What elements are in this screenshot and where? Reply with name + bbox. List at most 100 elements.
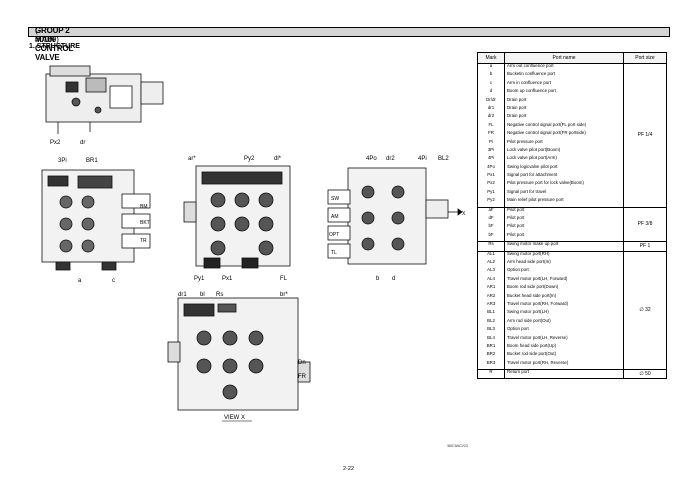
port-mark: AL1 — [487, 250, 495, 256]
valve-figure: Px2 dr 3Pi BR1 BM BKT TR a c ar* Py2 dl*… — [28, 52, 468, 432]
port-name: Lock valve pilot port(Boom) — [507, 146, 561, 152]
label-4po: 4Po — [366, 156, 377, 162]
port-mark: Px2 — [487, 180, 495, 186]
port-name: Travel motor port(LH, Reverse) — [507, 334, 568, 340]
label-sw: SW — [331, 196, 339, 202]
port-mark: d — [489, 88, 493, 94]
view-x-drawing — [167, 297, 311, 411]
label-fr: FR — [298, 374, 307, 380]
port-size-cell: PF 1 — [623, 241, 667, 252]
label-px2: Px2 — [50, 140, 61, 146]
port-mark: R — [489, 369, 493, 375]
port-mark: BL3 — [487, 326, 495, 332]
port-name: Lock valve pilot port(Arm) — [507, 155, 557, 161]
front-view-left-drawing — [41, 169, 151, 271]
port-name-cell: Swing motor make up port — [504, 241, 624, 252]
port-mark: bF — [488, 231, 494, 237]
port-name: Pilot pressure port for lock valve(Boom) — [507, 180, 584, 186]
port-name: Drain port — [507, 104, 527, 110]
port-name: Boom up confluence port — [507, 88, 556, 94]
group-title: GROUP 2 MAIN CONTROL VALVE — [35, 26, 74, 62]
drawing-id: 3607A6CV23 — [447, 444, 468, 448]
port-name: Swing logicvalve pilot port — [507, 163, 558, 169]
label-dr2: dr2 — [386, 156, 395, 162]
side-view-right-drawing — [327, 167, 463, 265]
port-name: Signal port for attachment — [507, 172, 558, 178]
port-mark: Pi — [489, 138, 493, 144]
port-name: Arm out confluence port — [507, 63, 554, 68]
label-tr: TR — [140, 238, 147, 244]
port-name-cell: Return port — [504, 369, 624, 380]
label-py1: Py1 — [194, 276, 205, 282]
mark-cell: R — [477, 369, 505, 380]
port-name-cell: Swing motor port(RH) Arm head side port(I… — [504, 250, 624, 371]
port-mark: Py2 — [487, 197, 495, 203]
view-x-caption: VIEW X — [224, 415, 245, 421]
port-mark: bF — [488, 223, 494, 229]
label-rs: Rs — [216, 292, 223, 298]
label-dr: dr — [80, 140, 85, 146]
port-mark: Px1 — [487, 172, 495, 178]
port-mark: dr2 — [487, 113, 495, 119]
port-mark: AR2 — [486, 292, 496, 298]
label-bkt: BKT — [140, 220, 150, 226]
page-number: 2-22 — [343, 466, 355, 472]
label-py2: Py2 — [244, 156, 255, 162]
port-mark: b — [489, 71, 493, 77]
port-mark: Rs — [488, 241, 494, 247]
top-view-drawing — [45, 65, 164, 134]
port-name: Pilot port — [507, 223, 525, 229]
port-name: Drain port — [507, 96, 527, 102]
port-name: Swing motor port(LH) — [507, 309, 549, 315]
label-am: AM — [331, 214, 339, 220]
port-mark: BR3 — [486, 359, 496, 365]
port-mark: BL4 — [487, 334, 495, 340]
port-mark: dr1 — [487, 104, 495, 110]
port-name: Option port — [507, 267, 529, 273]
serial-range: (-#0169) — [35, 26, 59, 44]
label-dr1: dr1 — [178, 292, 187, 298]
port-mark: AL3 — [487, 267, 495, 273]
label-x: X — [462, 211, 466, 217]
port-name: Swing motor make up port — [507, 241, 559, 247]
port-name: Arm head side port(In) — [507, 258, 551, 264]
port-name: Travel motor port(LH, Forward) — [507, 275, 568, 281]
group-header: GROUP 2 MAIN CONTROL VALVE (-#0169) — [28, 26, 670, 62]
port-mark: FL — [488, 121, 494, 127]
port-name: Bucket rod side port(Out) — [507, 351, 557, 357]
mark-cell: Rs — [477, 241, 505, 252]
port-mark: BR1 — [486, 342, 496, 348]
port-size-cell: PF 3/8 — [623, 206, 667, 243]
header-mark: Mark — [477, 52, 505, 64]
label-bl: bl — [200, 292, 205, 298]
port-name: Negative control signal port(FR portside… — [507, 130, 586, 136]
port-mark: dF — [488, 215, 494, 221]
port-mark: 4Pi — [487, 155, 495, 161]
label-fl: FL — [280, 276, 288, 282]
port-name: Pilot port — [507, 215, 525, 221]
header-port-name: Port name — [504, 52, 624, 64]
table-row: Rs Swing motor make up port PF 1 — [477, 241, 667, 252]
label-br: br* — [280, 292, 288, 298]
port-name: Drain port — [507, 113, 527, 119]
port-mark: BL1 — [487, 309, 495, 315]
port-name: Bucket head side port(In) — [507, 292, 557, 298]
port-name: Main relief pilot pressure port — [507, 197, 564, 203]
label-a: a — [78, 278, 82, 284]
port-name: Bucketin confluence port — [507, 71, 556, 77]
port-name: Swing motor port(RH) — [507, 250, 550, 256]
label-opt: OPT — [329, 232, 339, 238]
port-size-cell: ∅ 50 — [623, 369, 667, 380]
table-header-row: Mark Port name Port size — [477, 52, 667, 64]
section-title: 1. STRUCTURE — [29, 43, 80, 50]
label-br1: BR1 — [86, 158, 98, 164]
port-name: Pilot port — [507, 206, 525, 212]
port-name: Arm in confluence port — [507, 79, 551, 85]
